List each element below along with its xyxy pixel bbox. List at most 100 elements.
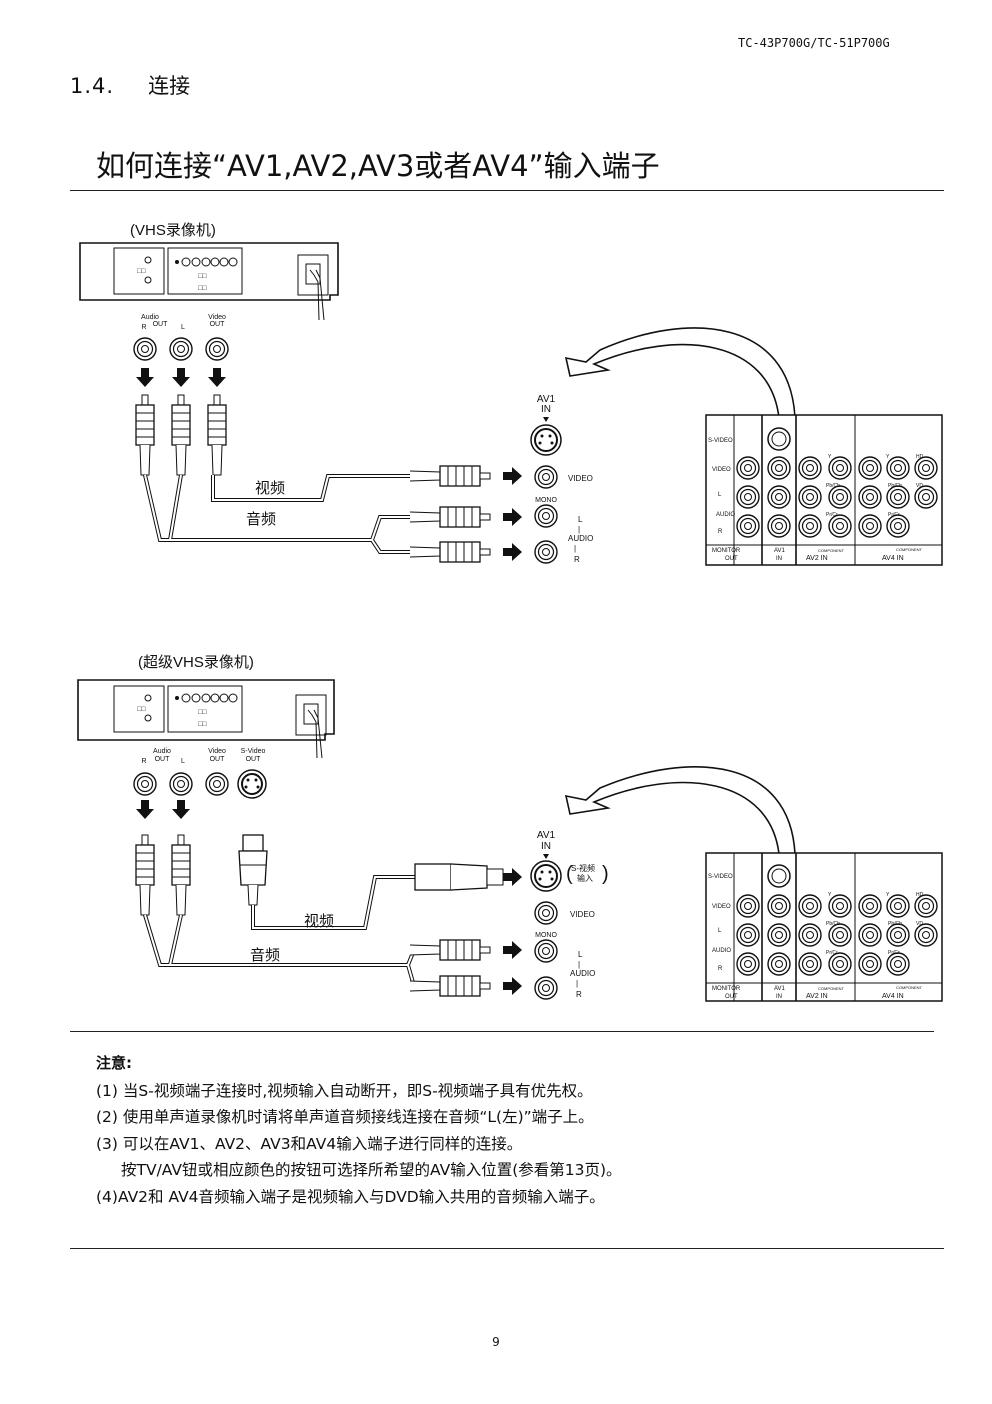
svg-text:MONO: MONO [535, 932, 557, 939]
svg-text:OUT: OUT [153, 321, 169, 328]
notes-top-rule [70, 1031, 934, 1032]
svg-text:AV1: AV1 [774, 548, 786, 554]
section-number: 1.4. [70, 74, 115, 98]
svg-text:COMPONENT: COMPONENT [818, 986, 845, 991]
page-number: 9 [492, 1335, 500, 1349]
svg-text:Pr/Cr: Pr/Cr [826, 512, 838, 518]
svg-text:OUT: OUT [246, 756, 262, 763]
svg-text:AV2 IN: AV2 IN [806, 993, 828, 1000]
svg-text:S-Video: S-Video [241, 748, 266, 755]
svg-text:输入: 输入 [577, 873, 593, 883]
svg-text:Y: Y [886, 454, 890, 460]
svg-text:HD: HD [916, 454, 924, 460]
svg-text:R: R [576, 990, 582, 999]
svg-text:Audio: Audio [141, 314, 159, 321]
svg-text:COMPONENT: COMPONENT [818, 548, 845, 553]
svg-text:□□: □□ [198, 285, 207, 292]
svg-text:|: | [578, 960, 580, 969]
svg-text:|: | [574, 544, 576, 553]
svg-text:VIDEO: VIDEO [570, 910, 595, 919]
svg-text:R: R [718, 529, 723, 535]
svg-text:L: L [718, 928, 722, 934]
svg-text:Pr/Cr: Pr/Cr [888, 512, 900, 518]
svg-text:IN: IN [776, 994, 782, 1000]
svg-text:COMPONENT: COMPONENT [896, 547, 923, 552]
svg-text:MONO: MONO [535, 497, 557, 504]
vhs-vcr-caption: (VHS录像机) [130, 222, 216, 239]
notes-bottom-rule [70, 1248, 944, 1249]
svg-text:Video: Video [208, 314, 226, 321]
svg-text:MONITOR: MONITOR [712, 986, 741, 992]
model-number: TC-43P700G/TC-51P700G [738, 36, 890, 50]
svg-text:AUDIO: AUDIO [570, 969, 595, 978]
cable-label-audio-2: 音频 [250, 947, 280, 964]
note-line: 按TV/AV钮或相应颜色的按钮可选择所希望的AV输入位置(参看第13页)。 [121, 1161, 622, 1179]
svg-text:|: | [578, 525, 580, 534]
svg-text:L: L [181, 324, 185, 331]
notes-title: 注意: [96, 1054, 132, 1072]
page-title: 如何连接“AV1,AV2,AV3或者AV4”输入端子 [96, 149, 660, 183]
svg-text:□□: □□ [137, 706, 146, 713]
svg-text:OUT: OUT [210, 756, 226, 763]
cable-label-video: 视频 [255, 480, 285, 497]
svg-text:Pb/Cb: Pb/Cb [826, 921, 840, 927]
svg-text:VD: VD [916, 921, 923, 927]
svg-text:MONITOR: MONITOR [712, 548, 741, 554]
section-heading: 1.4. 连接 [70, 70, 190, 100]
svg-text:R: R [141, 758, 146, 765]
note-line: (1) 当S-视频端子连接时,视频输入自动断开，即S-视频端子具有优先权。 [96, 1081, 593, 1100]
svg-text:OUT: OUT [725, 556, 738, 562]
cable-label-audio: 音频 [246, 511, 276, 528]
svg-text:(: ( [566, 863, 573, 885]
svg-text:COMPONENT: COMPONENT [896, 985, 923, 990]
svg-text:AV4 IN: AV4 IN [882, 993, 904, 1000]
svg-text:OUT: OUT [155, 756, 171, 763]
svg-text:IN: IN [541, 841, 551, 852]
notes-section: 注意: (1) 当S-视频端子连接时,视频输入自动断开，即S-视频端子具有优先权… [96, 1050, 622, 1210]
svg-text:R: R [574, 555, 580, 564]
svg-text:R: R [141, 324, 146, 331]
svg-text:□□: □□ [198, 273, 207, 280]
note-line: (3) 可以在AV1、AV2、AV3和AV4输入端子进行同样的连接。 [96, 1134, 523, 1153]
svg-text:AV2 IN: AV2 IN [806, 555, 828, 562]
note-line: (4)AV2和 AV4音频输入端子是视频输入与DVD输入共用的音频输入端子。 [96, 1187, 605, 1206]
svg-text:L: L [578, 950, 583, 959]
svg-text:HD: HD [916, 892, 924, 898]
svg-text:AV1: AV1 [774, 986, 786, 992]
svg-text:OUT: OUT [210, 321, 226, 328]
note-line: (2) 使用单声道录像机时请将单声道音频接线连接在音频“L(左)”端子上。 [96, 1108, 594, 1126]
svg-text:Y: Y [828, 454, 832, 460]
svg-text:Pr/Cr: Pr/Cr [888, 950, 900, 956]
svg-text:□□: □□ [137, 268, 146, 275]
svg-text:R: R [718, 966, 723, 972]
svg-text:□□: □□ [198, 709, 207, 716]
svg-text:AV1: AV1 [537, 830, 556, 841]
svg-text:VIDEO: VIDEO [712, 467, 731, 473]
svg-text:AUDIO: AUDIO [716, 512, 735, 518]
svg-text:L: L [718, 492, 722, 498]
svg-text:IN: IN [541, 404, 551, 415]
svg-text:AV1: AV1 [537, 394, 556, 405]
svg-text:IN: IN [776, 556, 782, 562]
svg-text:VIDEO: VIDEO [568, 474, 593, 483]
svg-text:Audio: Audio [153, 748, 171, 755]
svg-text:S-VIDEO: S-VIDEO [708, 874, 733, 880]
cable-label-video-2: 视频 [304, 913, 334, 930]
svg-text:|: | [576, 979, 578, 988]
svg-text:L: L [181, 758, 185, 765]
svg-text:Pb/Cb: Pb/Cb [888, 921, 902, 927]
svg-text:Video: Video [208, 748, 226, 755]
svg-text:OUT: OUT [725, 994, 738, 1000]
svg-text:AUDIO: AUDIO [712, 948, 731, 954]
svg-text:Y: Y [886, 892, 890, 898]
svg-text:AUDIO: AUDIO [568, 534, 593, 543]
section-title: 连接 [148, 74, 191, 98]
vcr-body-1 [79, 242, 339, 301]
svg-text:L: L [578, 515, 583, 524]
svg-text:Pr/Cr: Pr/Cr [826, 950, 838, 956]
svg-text:VD: VD [916, 483, 923, 489]
